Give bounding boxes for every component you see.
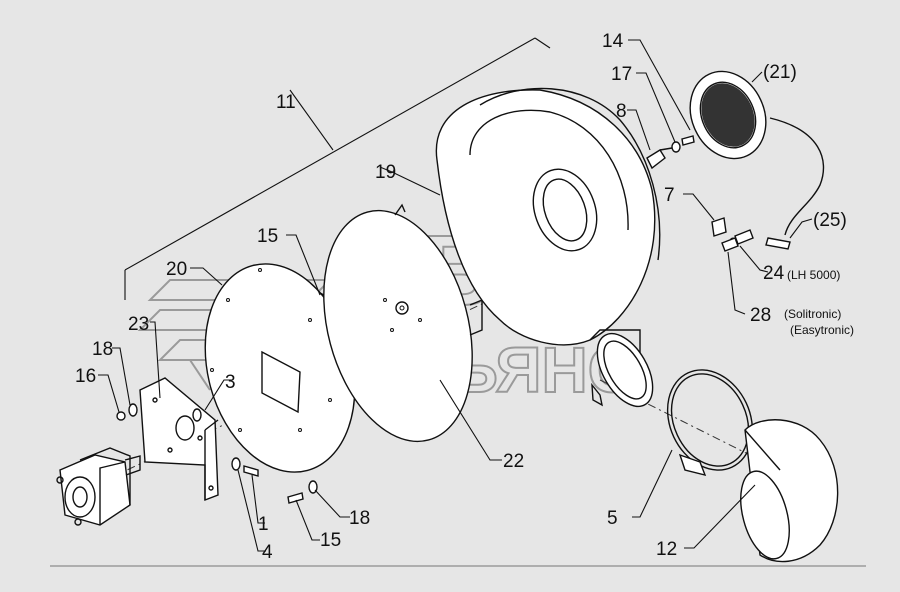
- label-part-4: 4: [262, 542, 273, 563]
- label-part-15-top: 15: [257, 226, 278, 247]
- label-part-19: 19: [375, 162, 396, 183]
- washer-4: [231, 457, 241, 471]
- bracket-8: [646, 147, 673, 170]
- fan-housing: [435, 87, 661, 408]
- outlet-axis: [599, 379, 761, 461]
- label-part-28-note-2: (Easytronic): [790, 323, 854, 337]
- label-part-3: 3: [225, 372, 236, 393]
- label-part-28-note-1: (Solitronic): [784, 307, 841, 321]
- fitting-28: [721, 237, 739, 252]
- sensor-cable: [765, 117, 825, 250]
- label-part-21: (21): [763, 62, 797, 83]
- hose-clamp: [666, 369, 754, 477]
- hose-sleeve: [740, 419, 839, 563]
- washer-3: [192, 408, 202, 422]
- mounting-bracket: [139, 377, 219, 502]
- leader-lines: [98, 39, 813, 552]
- bolt-1: [243, 465, 259, 477]
- impeller-disc: [323, 203, 483, 443]
- label-part-5: 5: [607, 508, 618, 529]
- label-part-11: 11: [276, 92, 296, 113]
- label-part-24: 24: [763, 263, 785, 284]
- label-part-25: (25): [813, 210, 847, 231]
- label-part-18-bottom: 18: [349, 508, 370, 529]
- washer-18-left: [128, 403, 138, 417]
- nut-16: [116, 411, 126, 421]
- label-part-12: 12: [656, 539, 677, 560]
- label-part-22: 22: [503, 451, 524, 472]
- label-part-17: 17: [611, 64, 632, 85]
- label-part-28: 28: [750, 305, 771, 326]
- label-part-24-note: (LH 5000): [787, 268, 840, 282]
- label-part-1: 1: [258, 514, 269, 535]
- label-part-8: 8: [616, 101, 627, 122]
- label-part-18-left: 18: [92, 339, 113, 360]
- label-part-20: 20: [166, 259, 187, 280]
- hydraulic-motor: [56, 447, 141, 526]
- label-part-15-bottom: 15: [320, 530, 341, 551]
- label-part-14: 14: [602, 31, 624, 52]
- grille-cover: [689, 70, 767, 160]
- washer-17: [671, 141, 681, 153]
- label-part-7: 7: [664, 185, 675, 206]
- sensor-bracket-7: [711, 217, 727, 237]
- bolt-14: [681, 135, 695, 146]
- group-bracket-11: [124, 37, 551, 300]
- label-part-16: 16: [75, 366, 96, 387]
- bolt-15-bottom: [287, 492, 304, 504]
- label-part-23: 23: [128, 314, 149, 335]
